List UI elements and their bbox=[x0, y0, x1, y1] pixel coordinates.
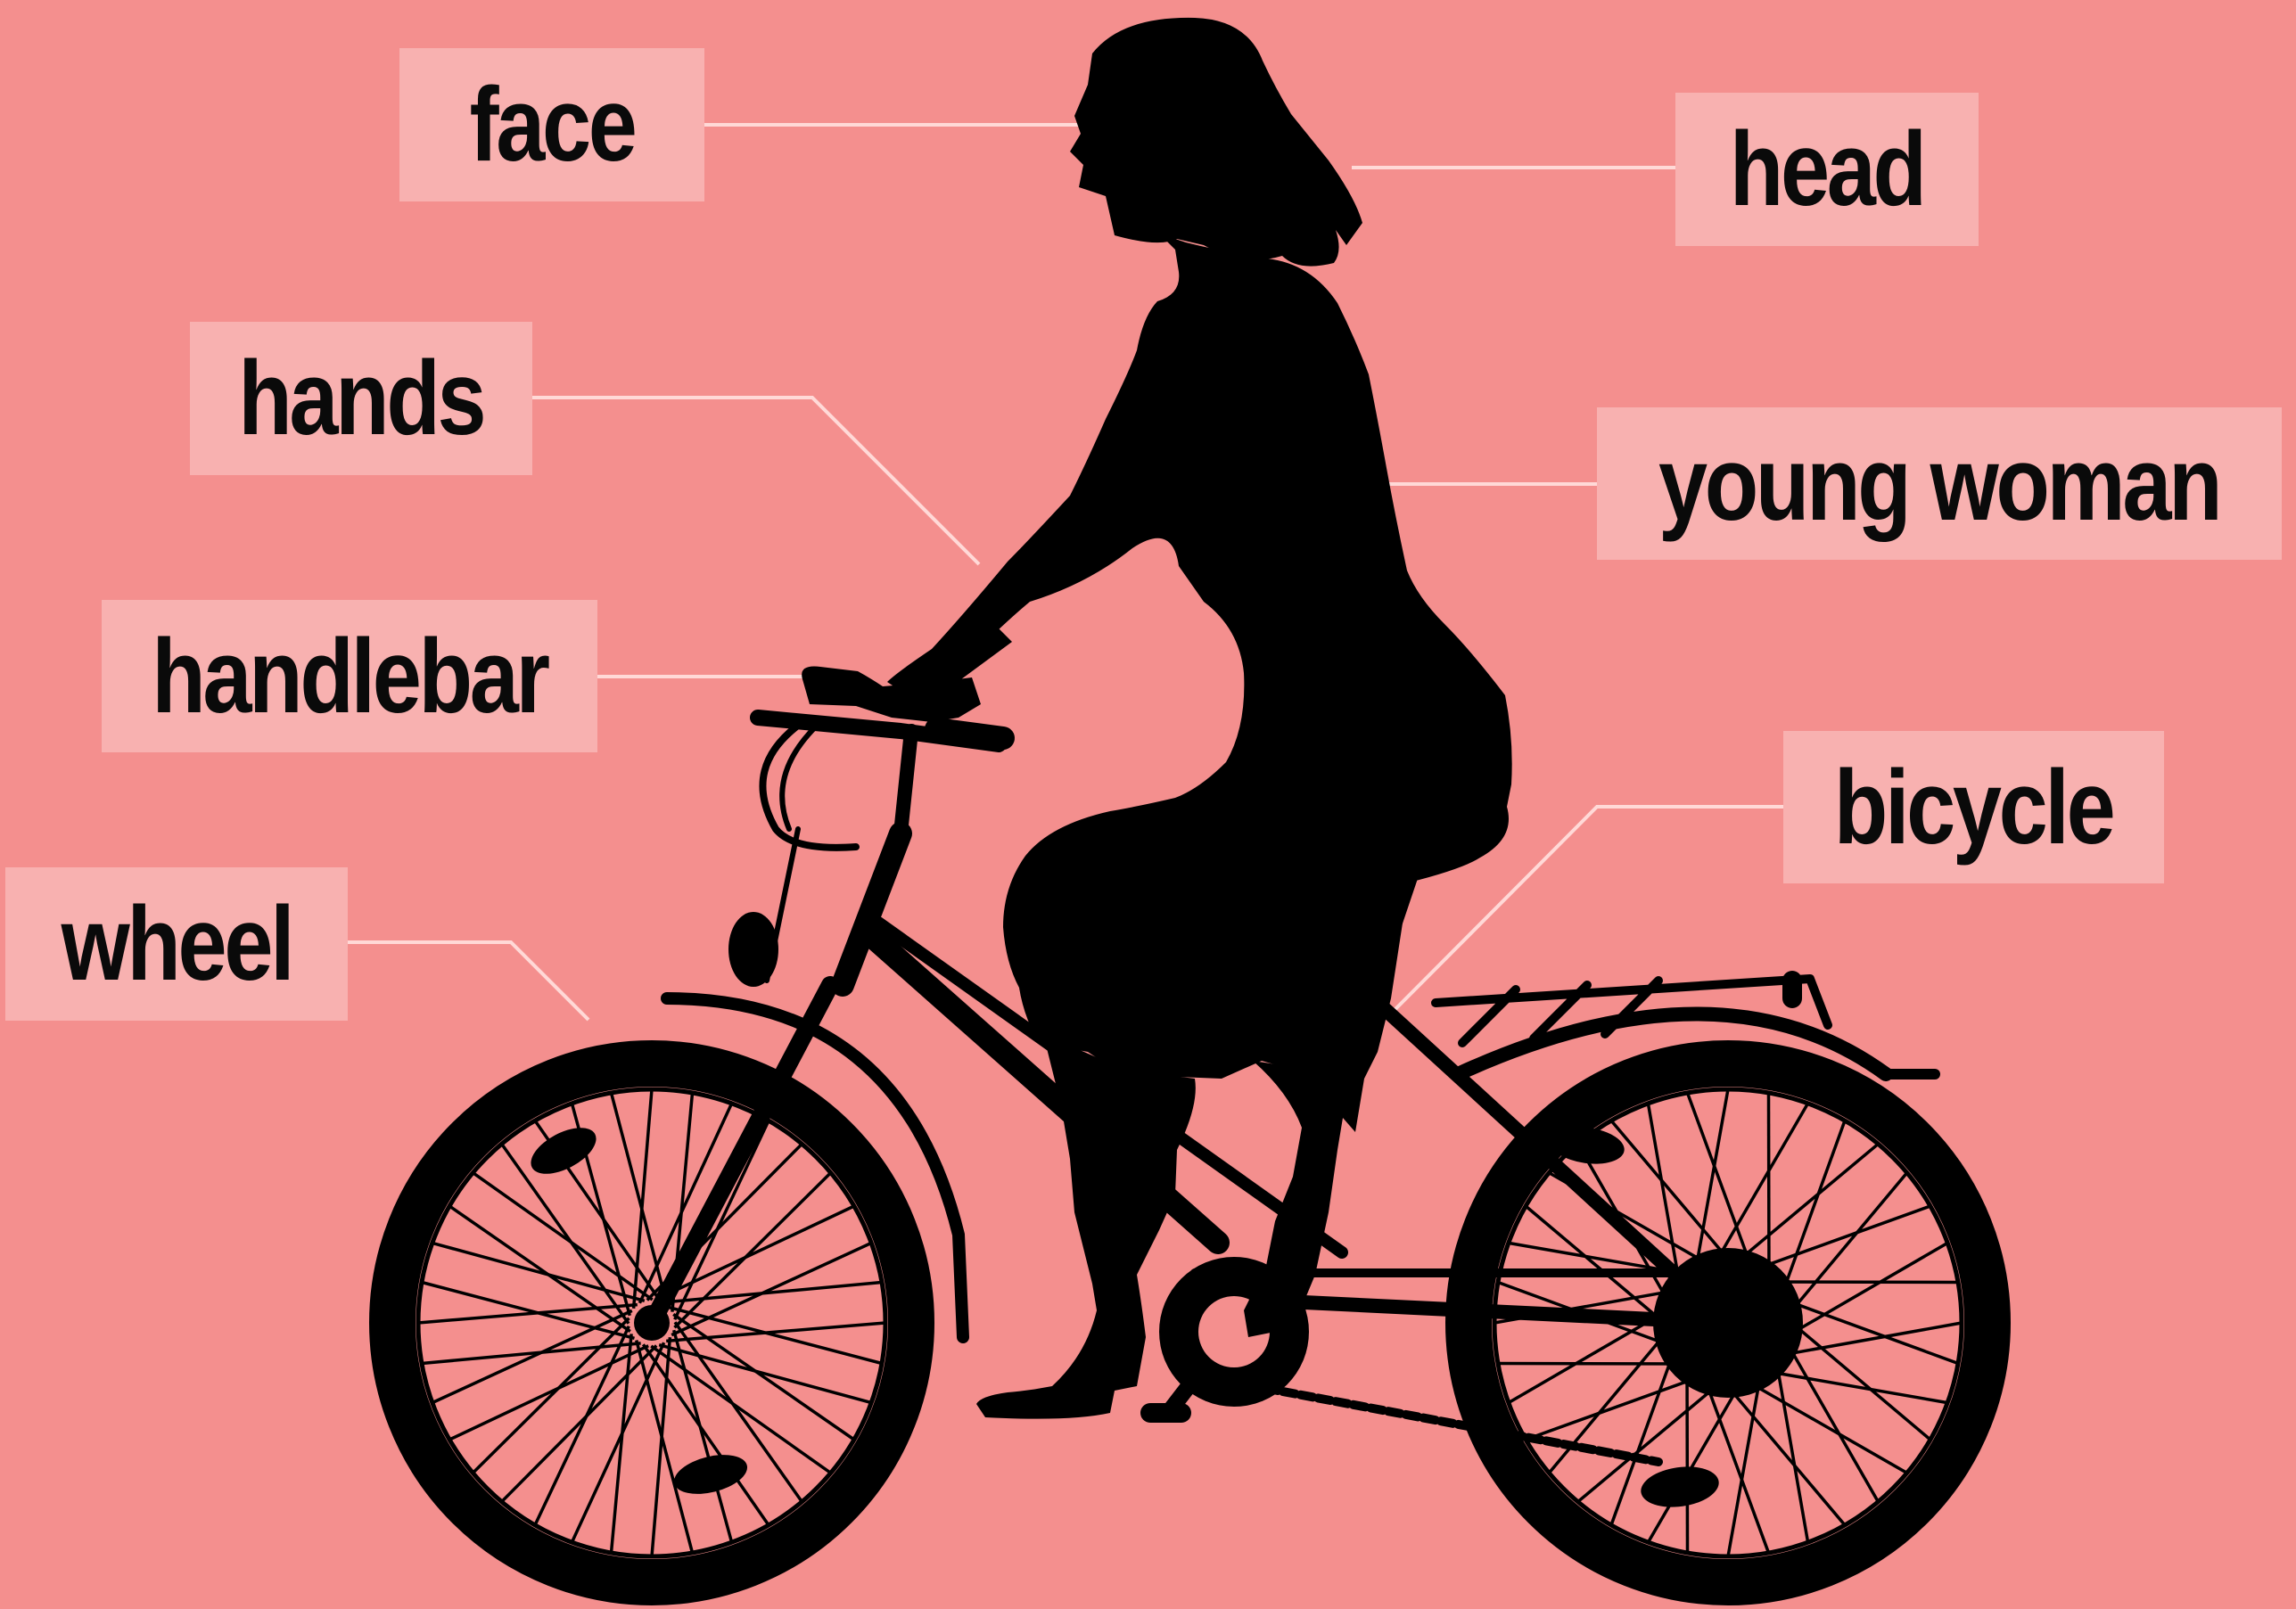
headlamp bbox=[728, 912, 778, 987]
spoke bbox=[1763, 1282, 1959, 1283]
label-bicycle-text: bicycle bbox=[1834, 755, 2113, 860]
spoke bbox=[1687, 1358, 1688, 1554]
label-handlebar-text: handlebar bbox=[152, 624, 547, 729]
label-hands: hands bbox=[190, 322, 532, 475]
label-young-woman: young woman bbox=[1597, 407, 2282, 560]
label-head-text: head bbox=[1730, 117, 1924, 222]
label-wheel-text: wheel bbox=[62, 891, 292, 997]
spoke bbox=[1498, 1364, 1694, 1365]
spoke bbox=[1769, 1093, 1770, 1289]
label-head: head bbox=[1675, 93, 1979, 246]
label-face-text: face bbox=[470, 72, 635, 177]
label-wheel: wheel bbox=[5, 867, 348, 1021]
label-hands-text: hands bbox=[238, 346, 483, 451]
handlebar-grip bbox=[936, 729, 1003, 738]
label-young-woman-text: young woman bbox=[1658, 431, 2219, 537]
label-handlebar: handlebar bbox=[102, 600, 597, 752]
label-face: face bbox=[399, 48, 704, 201]
label-bicycle: bicycle bbox=[1783, 731, 2164, 883]
